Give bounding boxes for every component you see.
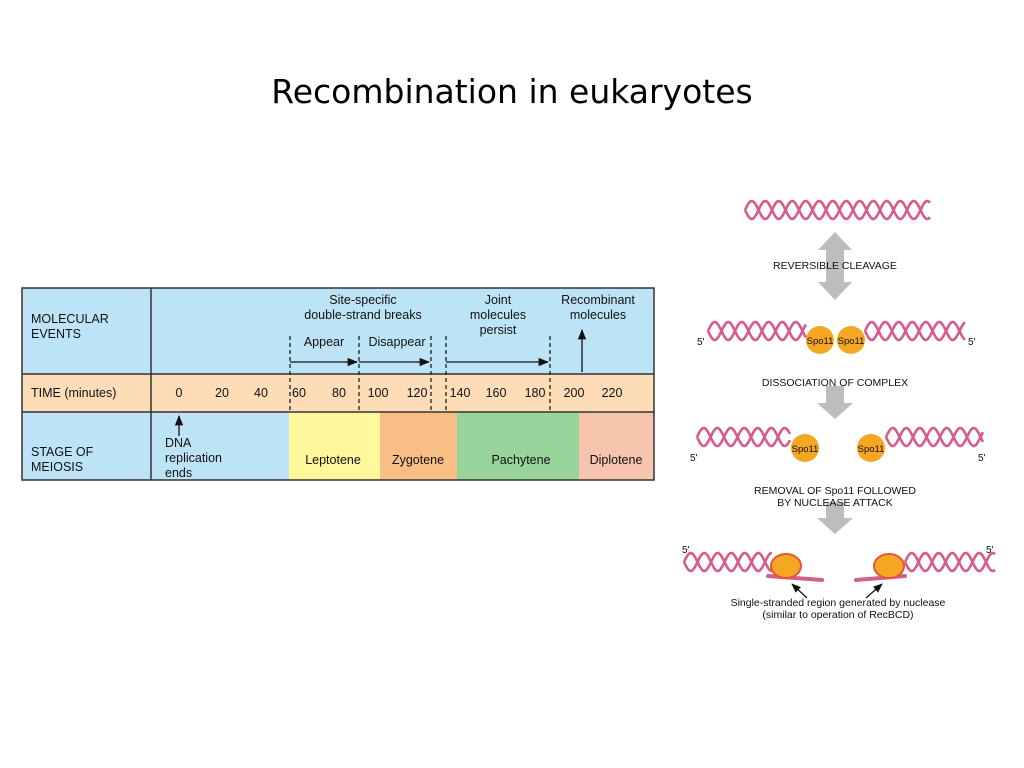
- time-value-20: 20: [215, 386, 229, 400]
- five-prime-label-4: 5': [978, 453, 986, 464]
- dna-helix-resected-left: [682, 551, 773, 573]
- caption-line-2: (similar to operation of RecBCD): [762, 609, 913, 621]
- time-value-120: 120: [407, 386, 428, 400]
- dna-replication-label-3: ends: [165, 466, 192, 480]
- dna-replication-label-1: DNA: [165, 436, 192, 450]
- stage-zygotene-label: Zygotene: [392, 453, 444, 467]
- dna-helix-free-left: [695, 426, 792, 448]
- time-value-100: 100: [368, 386, 389, 400]
- reversible-arrow: [818, 232, 852, 300]
- recombinant-label-1: Recombinant: [561, 293, 635, 307]
- time-row: [22, 374, 654, 412]
- five-prime-label-5: 5': [682, 545, 690, 556]
- time-value-80: 80: [332, 386, 346, 400]
- reversible-cleavage-label: REVERSIBLE CLEAVAGE: [773, 260, 897, 272]
- stage-diplotene-cell: [579, 412, 654, 480]
- dna-helix-cleaved-left: [706, 320, 808, 342]
- five-prime-label-2: 5': [968, 337, 976, 348]
- stage-label-2: MEIOSIS: [31, 460, 83, 474]
- appear-label: Appear: [304, 335, 344, 349]
- dna-helix-resected-right: [903, 551, 996, 573]
- time-value-40: 40: [254, 386, 268, 400]
- molecular-events-label-2: EVENTS: [31, 327, 81, 341]
- five-prime-label-1: 5': [697, 337, 705, 348]
- spo11-label-left: Spo11: [807, 336, 834, 347]
- removal-label-2: BY NUCLEASE ATTACK: [777, 497, 893, 509]
- dna-helix-free-right: [884, 426, 985, 448]
- spo11-label-right: Spo11: [838, 336, 865, 347]
- stage-pachytene-label: Pachytene: [491, 453, 550, 467]
- spo11-label-free-right: Spo11: [858, 444, 885, 455]
- time-value-180: 180: [525, 386, 546, 400]
- meiosis-timeline-table: MOLECULAR EVENTS TIME (minutes) STAGE OF…: [21, 287, 655, 481]
- time-value-140: 140: [450, 386, 471, 400]
- time-value-60: 60: [292, 386, 306, 400]
- dissociation-label: DISSOCIATION OF COMPLEX: [762, 377, 908, 389]
- time-value-0: 0: [176, 386, 183, 400]
- five-prime-label-6: 5': [986, 545, 994, 556]
- time-label: TIME (minutes): [31, 386, 116, 400]
- spo11-protein-right: [837, 326, 865, 354]
- time-value-200: 200: [564, 386, 585, 400]
- stage-zygotene-cell: [380, 412, 457, 480]
- time-value-160: 160: [486, 386, 507, 400]
- dna-helices: [682, 199, 996, 573]
- spo11-protein-free-right: [857, 434, 885, 462]
- stage-row-blue: [22, 412, 289, 480]
- nuclease-right: [873, 553, 905, 579]
- time-markers: [289, 336, 551, 412]
- joint-label-3: persist: [480, 323, 517, 337]
- recombinant-label-2: molecules: [570, 308, 626, 322]
- table-border: [21, 287, 655, 481]
- stage-diplotene-label: Diplotene: [590, 453, 643, 467]
- dna-replication-label-2: replication: [165, 451, 222, 465]
- five-prime-label-3: 5': [690, 453, 698, 464]
- pointer-arrow-left: [791, 583, 808, 599]
- spo11-label-free-left: Spo11: [792, 444, 819, 455]
- nuclease-left: [770, 553, 802, 579]
- dna-helix-intact: [743, 199, 931, 221]
- stage-pachytene-cell: [457, 412, 579, 480]
- spo11-pathway: REVERSIBLE CLEAVAGE DISSOCIATION OF COMP…: [682, 199, 996, 621]
- dsb-label-2: double-strand breaks: [304, 308, 421, 322]
- spo11-protein-free-left: [791, 434, 819, 462]
- dissociation-arrow: [817, 386, 853, 419]
- disappear-label: Disappear: [369, 335, 426, 349]
- dna-helix-cleaved-right: [863, 320, 966, 342]
- time-value-220: 220: [602, 386, 623, 400]
- caption-line-1: Single-stranded region generated by nucl…: [731, 597, 946, 609]
- joint-label-1: Joint: [485, 293, 512, 307]
- stage-leptotene-cell: [289, 412, 380, 480]
- joint-label-2: molecules: [470, 308, 526, 322]
- stage-leptotene-label: Leptotene: [305, 453, 361, 467]
- dsb-label-1: Site-specific: [329, 293, 396, 307]
- stage-label-1: STAGE OF: [31, 445, 94, 459]
- time-values: 0 20 40 60 80 100 120 140 160 180 200 220: [176, 386, 623, 400]
- removal-label-1: REMOVAL OF Spo11 FOLLOWED: [754, 485, 916, 497]
- slide-title: Recombination in eukaryotes: [271, 72, 753, 111]
- nuclease-arrow: [817, 502, 853, 534]
- spo11-protein-left: [806, 326, 834, 354]
- molecular-events-label-1: MOLECULAR: [31, 312, 109, 326]
- pointer-arrow-right: [865, 583, 883, 599]
